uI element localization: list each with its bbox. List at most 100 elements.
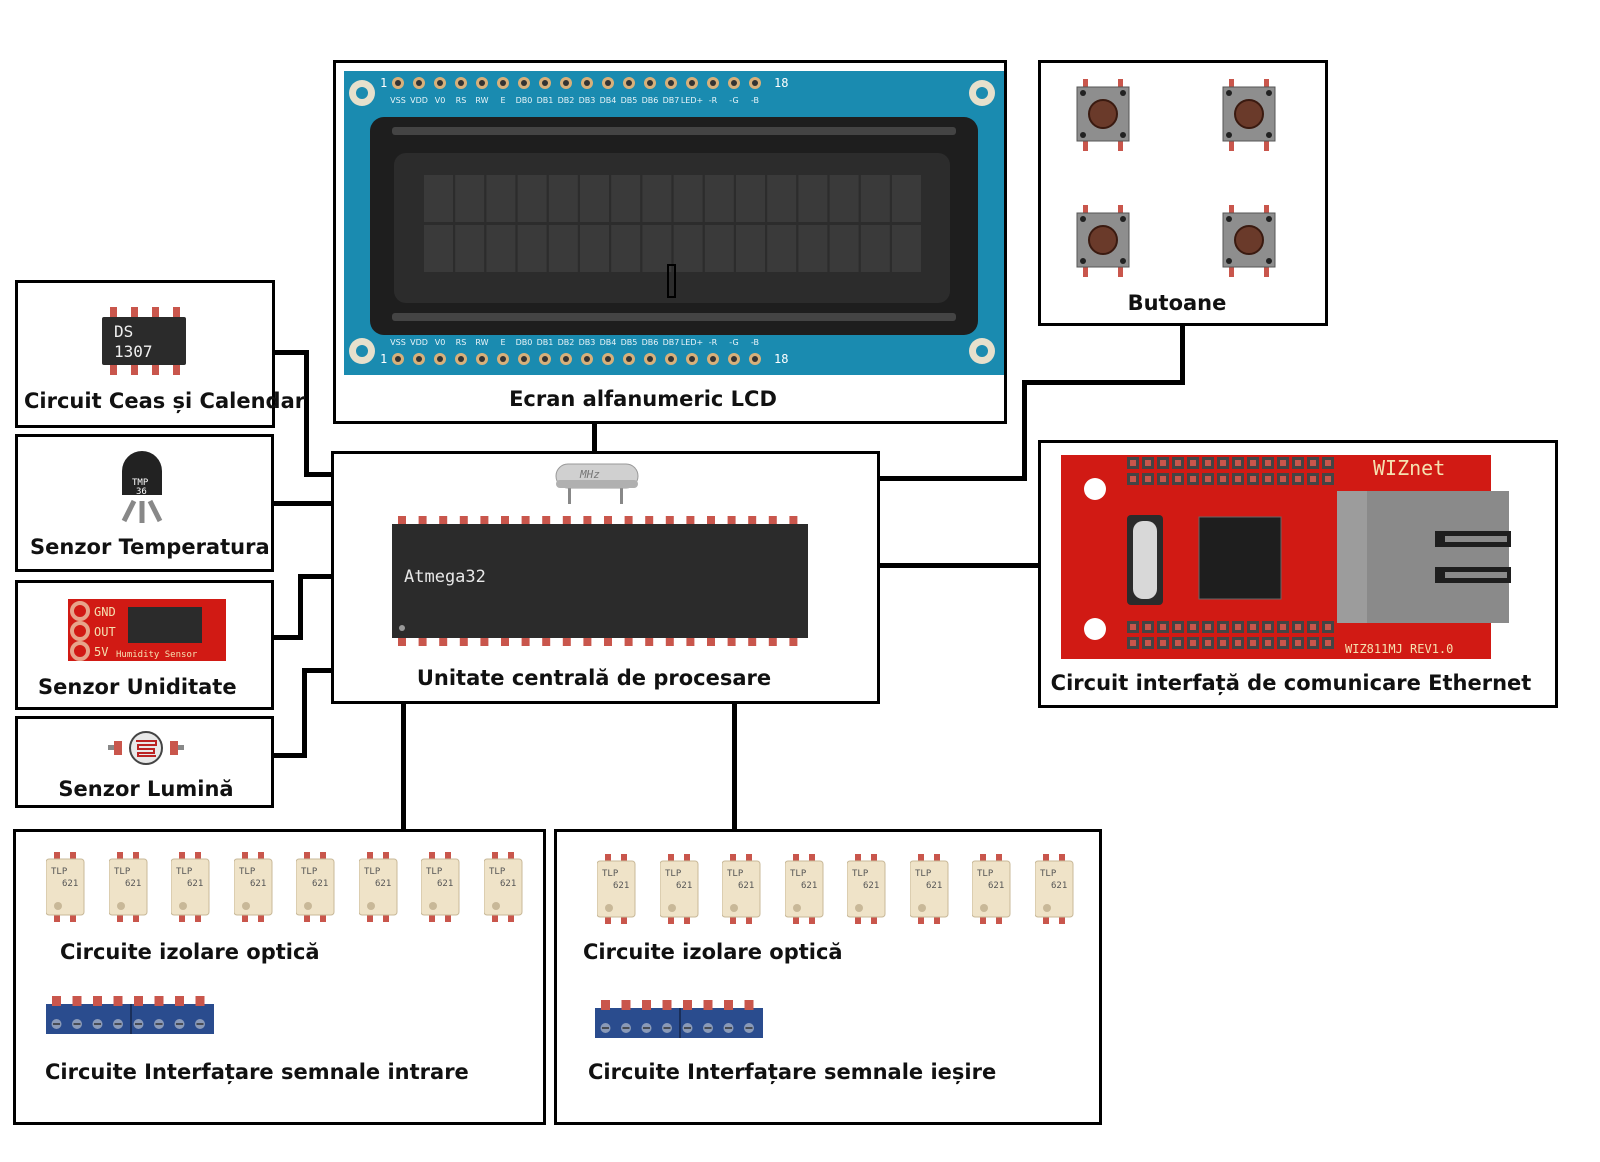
svg-text:WIZnet: WIZnet	[1373, 456, 1445, 480]
svg-text:36: 36	[136, 487, 147, 497]
lcd-pin-label: DB0	[516, 96, 533, 105]
buttons-box: Butoane	[1038, 60, 1328, 326]
wire-hum-v	[298, 574, 303, 640]
humidity-sensor-icon: GND OUT 5V Humidity Sensor	[68, 599, 226, 661]
input-terminal-block-icon	[46, 996, 214, 1034]
lcd-pin-label: -R	[709, 96, 718, 105]
lcd-pin-label: VDD	[410, 338, 428, 347]
output-opto-label: Circuite izolare optică	[583, 940, 843, 964]
svg-text:TLP: TLP	[665, 869, 682, 879]
temperature-label: Senzor Temperatura	[30, 535, 270, 559]
lcd-label: Ecran alfanumeric LCD	[509, 387, 777, 411]
output-iface-label: Circuite Interfațare semnale ieșire	[588, 1060, 997, 1084]
svg-text:TLP: TLP	[602, 869, 619, 879]
humidity-box: GND OUT 5V Humidity Sensor Senzor Unidit…	[15, 580, 274, 710]
svg-text:TLP: TLP	[489, 867, 506, 877]
lcd-pin-label: LED+	[681, 338, 703, 347]
lcd-pin-label: DB6	[642, 96, 659, 105]
optocoupler-icon: TLP 621	[358, 852, 397, 923]
wire-temp	[272, 501, 334, 506]
wire-buttons-v2	[1022, 380, 1027, 480]
svg-text:621: 621	[375, 879, 391, 889]
svg-text:Atmega32: Atmega32	[404, 567, 486, 587]
svg-text:TLP: TLP	[426, 867, 443, 877]
lcd-pin-label: E	[500, 96, 505, 105]
svg-text:621: 621	[863, 881, 879, 891]
lcd-pin-label: RS	[456, 96, 467, 105]
svg-text:621: 621	[62, 879, 78, 889]
lcd-pin-label: DB6	[642, 338, 659, 347]
svg-text:621: 621	[500, 879, 516, 889]
svg-text:621: 621	[738, 881, 754, 891]
wire-rtc-h1	[272, 350, 308, 355]
cpu-box: MHz Atmega32 Unitate centrală de procesa…	[331, 451, 880, 704]
svg-text:Humidity Sensor: Humidity Sensor	[116, 650, 198, 660]
svg-text:1: 1	[380, 352, 387, 366]
lcd-pin-label: -G	[729, 338, 738, 347]
svg-text:TLP: TLP	[51, 867, 68, 877]
push-button-icon	[1076, 78, 1130, 152]
humidity-label: Senzor Uniditate	[38, 675, 237, 699]
wire-hum-h2	[298, 574, 334, 579]
wire-rtc-v	[304, 350, 309, 476]
optocoupler-icon: TLP 621	[722, 854, 761, 925]
wire-lcd-cpu	[592, 421, 597, 454]
svg-text:621: 621	[613, 881, 629, 891]
wire-light-h2	[302, 668, 334, 673]
svg-text:621: 621	[676, 881, 692, 891]
lcd-pin-label: VDD	[410, 96, 428, 105]
svg-text:TLP: TLP	[727, 869, 744, 879]
push-button-icon	[1222, 204, 1276, 278]
lcd-pin-label: DB4	[600, 338, 617, 347]
svg-text:GND: GND	[94, 605, 116, 619]
lcd-pin-label: VSS	[390, 338, 406, 347]
svg-text:18: 18	[774, 352, 788, 366]
svg-text:621: 621	[988, 881, 1004, 891]
svg-text:DS: DS	[114, 322, 133, 341]
optocoupler-icon: TLP 621	[972, 854, 1011, 925]
lcd-pin-label: E	[500, 338, 505, 347]
svg-text:TLP: TLP	[915, 869, 932, 879]
wire-light-h1	[272, 753, 306, 758]
svg-text:TLP: TLP	[977, 869, 994, 879]
wire-hum-h1	[272, 635, 303, 640]
light-sensor-icon	[108, 731, 184, 765]
lcd-pin-label: -B	[751, 96, 759, 105]
wire-cpu-input	[401, 702, 406, 832]
lcd-pin-label: DB7	[663, 96, 680, 105]
svg-text:TLP: TLP	[364, 867, 381, 877]
rtc-box: DS 1307 Circuit Ceas și Calendar	[15, 280, 305, 428]
temperature-box: TMP 36 Senzor Temperatura	[15, 434, 274, 572]
optocoupler-icon: TLP 621	[296, 852, 335, 923]
svg-text:621: 621	[312, 879, 328, 889]
svg-text:621: 621	[1051, 881, 1067, 891]
svg-text:TLP: TLP	[301, 867, 318, 877]
lcd-pin-label: RW	[475, 96, 488, 105]
lcd-pin-label: -B	[751, 338, 759, 347]
buttons-label: Butoane	[1127, 291, 1227, 315]
lcd-pin-label: -G	[729, 96, 738, 105]
svg-text:TLP: TLP	[1040, 869, 1057, 879]
svg-text:TLP: TLP	[114, 867, 131, 877]
svg-text:5V: 5V	[94, 645, 108, 659]
lcd-pin-label: DB5	[621, 338, 638, 347]
svg-text:1: 1	[380, 76, 387, 90]
optocoupler-icon: TLP 621	[847, 854, 886, 925]
wire-buttons-h	[1022, 380, 1185, 385]
lcd-pin-label: DB2	[558, 338, 575, 347]
svg-text:MHz: MHz	[579, 468, 600, 481]
svg-text:OUT: OUT	[94, 625, 116, 639]
ethernet-box: WIZnet WIZ811MJ REV1.0 Circuit interfață…	[1038, 440, 1558, 708]
svg-text:TLP: TLP	[852, 869, 869, 879]
svg-text:621: 621	[437, 879, 453, 889]
lcd-pin-label: V0	[435, 338, 446, 347]
lcd-pin-label: DB5	[621, 96, 638, 105]
svg-text:TMP: TMP	[132, 478, 149, 488]
light-box: Senzor Lumină	[15, 716, 274, 808]
lcd-pin-label: DB0	[516, 338, 533, 347]
